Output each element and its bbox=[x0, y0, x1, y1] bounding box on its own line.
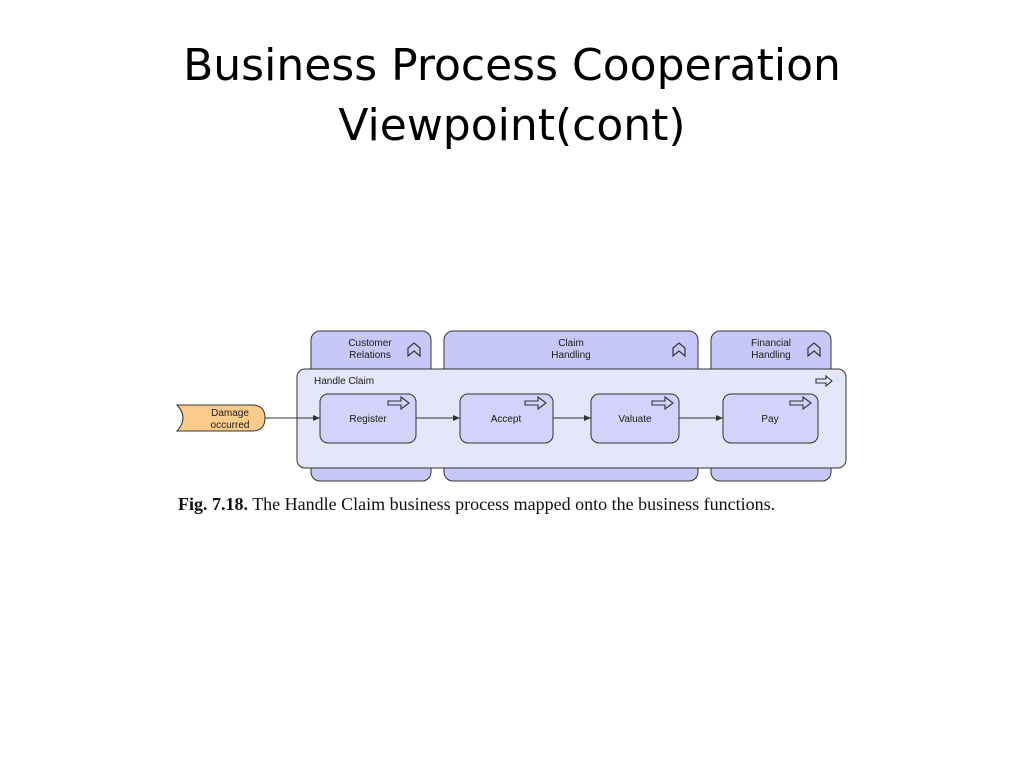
slide-title-line-2: Viewpoint(cont) bbox=[338, 100, 686, 151]
function-label-line-2: Relations bbox=[349, 350, 391, 361]
process-step-valuate: Valuate bbox=[590, 393, 680, 444]
function-label-line-2: Handling bbox=[751, 350, 790, 361]
step-label: Register bbox=[349, 414, 387, 425]
figure-caption-label: Fig. 7.18. bbox=[178, 494, 248, 514]
function-label-line-1: Customer bbox=[348, 338, 392, 349]
process-label: Handle Claim bbox=[314, 376, 374, 387]
event-label-line-1: Damage bbox=[211, 408, 249, 419]
business-process-arrow-icon bbox=[651, 395, 674, 411]
business-function-icon bbox=[407, 342, 421, 358]
function-label-line-1: Claim bbox=[558, 338, 584, 349]
step-label: Accept bbox=[491, 414, 522, 425]
step-label: Valuate bbox=[618, 414, 652, 425]
business-process-arrow-icon bbox=[789, 395, 812, 411]
slide-title: Business Process Cooperation Viewpoint(c… bbox=[0, 36, 1024, 156]
business-process-arrow-icon bbox=[815, 374, 833, 388]
business-event-damage-occurred: Damage occurred bbox=[175, 404, 266, 432]
slide-title-line-1: Business Process Cooperation bbox=[183, 40, 841, 91]
function-label-line-1: Financial bbox=[751, 338, 791, 349]
process-step-accept: Accept bbox=[459, 393, 554, 444]
business-function-icon bbox=[672, 342, 686, 358]
event-label-line-2: occurred bbox=[211, 420, 250, 431]
process-step-pay: Pay bbox=[722, 393, 819, 444]
step-label: Pay bbox=[761, 414, 778, 425]
function-label-line-2: Handling bbox=[551, 350, 590, 361]
business-process-arrow-icon bbox=[387, 395, 410, 411]
business-function-icon bbox=[807, 342, 821, 358]
process-step-register: Register bbox=[319, 393, 417, 444]
figure-caption: Fig. 7.18. The Handle Claim business pro… bbox=[178, 492, 854, 516]
business-process-arrow-icon bbox=[524, 395, 547, 411]
figure-caption-text: The Handle Claim business process mapped… bbox=[252, 494, 776, 514]
